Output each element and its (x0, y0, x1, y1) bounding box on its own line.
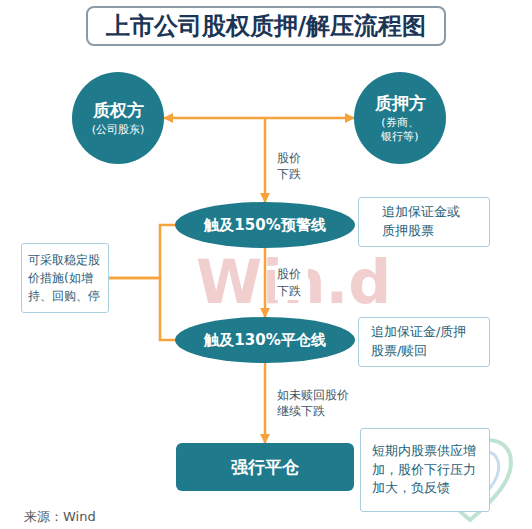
node-text-group: 短期内股票供应增加，股价下行压力加大，负反馈 (372, 442, 478, 499)
threshold-ellipse: 触及150%预警线 (175, 202, 355, 248)
node-text-group: 触及150%预警线 (204, 216, 325, 234)
node-label: 质押方 (375, 92, 426, 114)
process-box: 强行平仓 (176, 443, 354, 491)
action-box: 短期内股票供应增加，股价下行压力加大，负反馈 (360, 428, 490, 512)
node-label: 可采取稳定股价措施(如增持、回购、停 (28, 251, 102, 305)
node-text-group: 强行平仓 (231, 457, 299, 477)
node-label: 强行平仓 (231, 457, 299, 477)
party-circle: 质押方(券商、 银行等) (354, 72, 446, 164)
source-caption: 来源：Wind (24, 508, 96, 526)
flow-arrow (264, 363, 267, 443)
edge-label: 股价 下跌 (275, 265, 308, 299)
node-label: 追加保证金或质押股票 (382, 203, 466, 241)
edge-label: 如未赎回股价 继续下跌 (275, 386, 356, 420)
node-label: 质权方 (83, 99, 153, 121)
node-text-group: 可采取稳定股价措施(如增持、回购、停 (28, 251, 102, 305)
title-text: 上市公司股权质押/解压流程图 (106, 10, 427, 42)
node-text-group: 触及130%平仓线 (204, 331, 325, 349)
node-subtitle: (券商、 银行等) (377, 116, 423, 145)
bracket-line (109, 225, 175, 278)
node-subtitle: (公司股东) (83, 123, 153, 137)
action-box: 追加保证金或质押股票 (358, 197, 490, 247)
node-text-group: 追加保证金/质押股票/赎回 (371, 323, 477, 361)
flow-label: 股价 下跌 (275, 149, 308, 183)
flow-arrow (264, 118, 267, 202)
node-label: 短期内股票供应增加，股价下行压力加大，负反馈 (372, 442, 478, 499)
node-text-group: 追加保证金或质押股票 (382, 203, 466, 241)
title-box: 上市公司股权质押/解压流程图 (86, 6, 446, 46)
node-text-group: 质押方(券商、 银行等) (375, 92, 426, 145)
flow-arrow (164, 117, 354, 120)
node-label: 追加保证金/质押股票/赎回 (371, 323, 477, 361)
node-label: 触及130%平仓线 (204, 331, 325, 349)
party-circle: 质权方 (公司股东) (72, 72, 164, 164)
bracket-line (109, 278, 175, 340)
action-box: 追加保证金/质押股票/赎回 (358, 317, 490, 367)
node-label: 触及150%预警线 (204, 216, 325, 234)
note-box: 可采取稳定股价措施(如增持、回购、停 (21, 243, 109, 313)
threshold-ellipse: 触及130%平仓线 (175, 317, 355, 363)
node-text-group: 质权方 (公司股东) (83, 99, 153, 137)
